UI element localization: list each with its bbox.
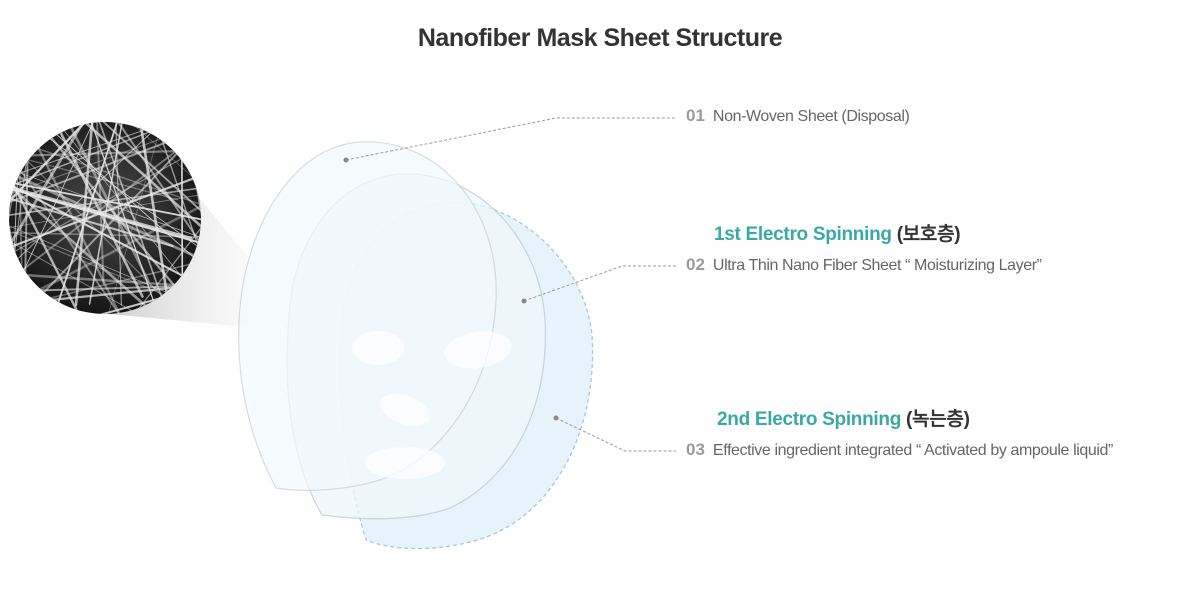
leader-line-01 xyxy=(345,117,676,161)
nanofiber-strand xyxy=(9,173,201,229)
nanofiber-strand xyxy=(9,222,201,314)
layer-03-heading-korean: (녹는층) xyxy=(906,409,970,430)
layer-02-heading: 1st Electro Spinning (보호층) xyxy=(714,219,961,246)
nanofiber-strand xyxy=(17,122,201,275)
nanofiber-strand xyxy=(42,122,145,314)
nanofiber-strand xyxy=(9,160,201,275)
nanofiber-strand xyxy=(9,122,201,218)
nanofiber-strand xyxy=(9,156,201,307)
nanofiber-strand xyxy=(9,155,174,248)
layer-01-number: 01 xyxy=(686,106,705,125)
nanofiber-strand xyxy=(9,122,126,314)
leader-dot-02 xyxy=(521,298,527,304)
nanofiber-strand xyxy=(9,122,144,298)
mask-layer-1 xyxy=(238,141,497,491)
nanofiber-strand xyxy=(87,122,194,314)
nanofiber-strand xyxy=(9,150,193,240)
layer-03-description: Effective ingredient integrated “ Activa… xyxy=(712,442,1113,459)
leader-line-02 xyxy=(523,265,676,302)
nanofiber-strand xyxy=(74,122,106,307)
layer-02-description: Ultra Thin Nano Fiber Sheet “ Moisturizi… xyxy=(712,257,1042,274)
nanofiber-strand xyxy=(92,122,179,314)
leader-lines xyxy=(345,117,676,452)
nanofiber-strand xyxy=(9,122,148,314)
nanofiber-strand xyxy=(9,269,201,293)
nanofiber-strand xyxy=(9,168,201,302)
layer-01-description: Non-Woven Sheet (Disposal) xyxy=(712,108,910,125)
nanofiber-strand xyxy=(89,122,105,285)
nanofiber-strand xyxy=(17,122,201,260)
nanofiber-strand xyxy=(9,122,147,292)
nanofiber-strand xyxy=(9,164,149,314)
nanofiber-strand xyxy=(9,160,201,251)
nanofiber-strand xyxy=(9,122,201,278)
mask-face-features xyxy=(352,331,512,479)
layer-01-label: 01 Non-Woven Sheet (Disposal) xyxy=(686,106,910,126)
nanofiber-strand xyxy=(35,122,201,269)
nanofiber-strand xyxy=(9,122,147,294)
nanofiber-strand xyxy=(9,122,41,314)
leader-line-03 xyxy=(555,417,676,452)
layer-03-number: 03 xyxy=(686,440,705,459)
nanofiber-strand xyxy=(9,122,180,292)
layer-03-heading: 2nd Electro Spinning (녹는층) xyxy=(717,404,970,431)
page-title: Nanofiber Mask Sheet Structure xyxy=(417,24,783,52)
leader-dot-03 xyxy=(553,415,559,421)
nanofiber-strand xyxy=(94,122,201,314)
nanofiber-strand xyxy=(9,122,201,192)
leader-dots xyxy=(343,157,559,421)
nanofiber-strand xyxy=(9,283,201,295)
nanofiber-strand xyxy=(9,122,150,283)
layer-03-label: 03 Effective ingredient integrated “ Acti… xyxy=(686,440,1113,460)
nanofiber-strand xyxy=(9,147,201,256)
layer-02-number: 02 xyxy=(686,255,705,274)
nanofiber-strand xyxy=(9,179,201,314)
nanofiber-strand xyxy=(115,122,201,310)
nanofiber-strand xyxy=(9,267,201,314)
nanofiber-strand xyxy=(9,184,201,314)
layer-02-heading-korean: (보호층) xyxy=(896,224,961,245)
nanofiber-strand xyxy=(98,122,201,314)
leader-dot-01 xyxy=(343,157,349,163)
layer-03-heading-text: 2nd Electro Spinning xyxy=(717,409,902,430)
layer-02-label: 02 Ultra Thin Nano Fiber Sheet “ Moisturi… xyxy=(686,255,1042,275)
nanofiber-strand xyxy=(88,122,147,305)
layer-02-heading-text: 1st Electro Spinning xyxy=(714,224,892,245)
